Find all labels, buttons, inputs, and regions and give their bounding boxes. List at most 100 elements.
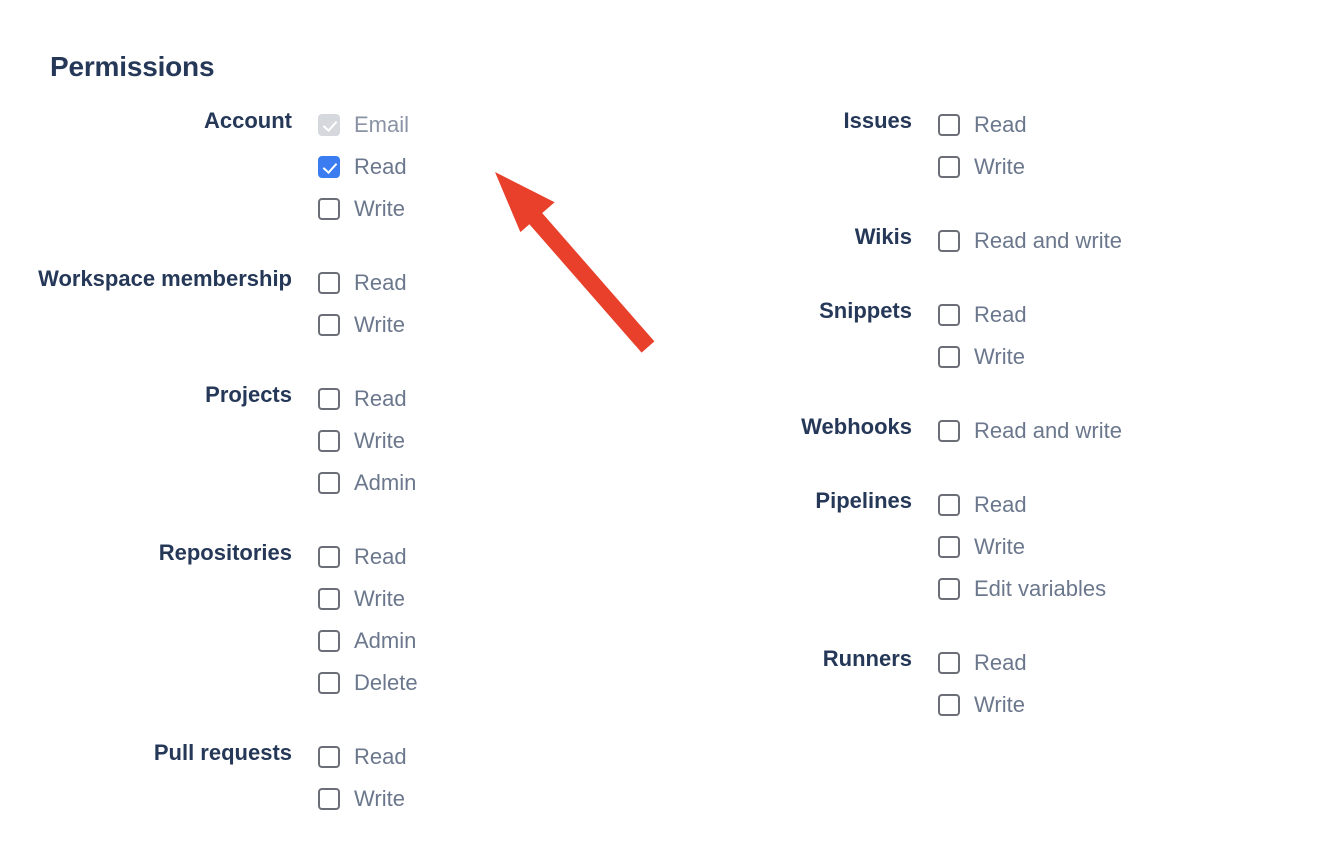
snippets-read-label: Read (974, 302, 1027, 327)
projects-admin-label: Admin (354, 470, 417, 495)
wikis-read-and-write-checkbox[interactable] (938, 230, 960, 252)
permission-row-pipelines-edit-variables[interactable]: Edit variables (938, 568, 1260, 610)
pull-requests-read-label: Read (354, 744, 407, 769)
repositories-delete-label: Delete (354, 670, 418, 695)
group-label-pull-requests: Pull requests (153, 740, 292, 765)
projects-write-label: Write (354, 428, 405, 453)
repositories-read-checkbox[interactable] (318, 546, 340, 568)
account-read-checkbox[interactable] (318, 156, 340, 178)
group-label-webhooks: Webhooks (801, 414, 912, 439)
permission-row-runners-write[interactable]: Write (938, 684, 1260, 726)
runners-read-checkbox[interactable] (938, 652, 960, 674)
snippets-read-checkbox[interactable] (938, 304, 960, 326)
group-label-pipelines: Pipelines (815, 488, 912, 513)
group-label-projects: Projects (205, 382, 292, 407)
group-label-repositories: Repositories (158, 540, 292, 565)
option-list-webhooks: Read and write (938, 410, 1260, 452)
projects-write-checkbox[interactable] (318, 430, 340, 452)
permission-row-wikis-read-and-write[interactable]: Read and write (938, 220, 1260, 262)
pull-requests-write-checkbox[interactable] (318, 788, 340, 810)
repositories-write-label: Write (354, 586, 405, 611)
permission-group-webhooks: Webhooks Read and write (640, 410, 1260, 452)
pipelines-write-label: Write (974, 534, 1025, 559)
permission-row-projects-admin[interactable]: Admin (318, 462, 600, 504)
runners-write-checkbox[interactable] (938, 694, 960, 716)
pipelines-read-checkbox[interactable] (938, 494, 960, 516)
permission-row-projects-read[interactable]: Read (318, 378, 600, 420)
permission-row-account-email[interactable]: Email (318, 104, 600, 146)
group-label-account: Account (204, 108, 292, 133)
projects-read-checkbox[interactable] (318, 388, 340, 410)
permission-row-runners-read[interactable]: Read (938, 642, 1260, 684)
workspace-membership-write-label: Write (354, 312, 405, 337)
pipelines-write-checkbox[interactable] (938, 536, 960, 558)
permission-row-pipelines-write[interactable]: Write (938, 526, 1260, 568)
pipelines-edit-variables-checkbox[interactable] (938, 578, 960, 600)
webhooks-read-and-write-checkbox[interactable] (938, 420, 960, 442)
permission-row-repositories-admin[interactable]: Admin (318, 620, 600, 662)
pipelines-read-label: Read (974, 492, 1027, 517)
group-label-issues: Issues (843, 108, 913, 133)
permission-group-wikis: Wikis Read and write (640, 220, 1260, 262)
pull-requests-read-checkbox[interactable] (318, 746, 340, 768)
issues-write-label: Write (974, 154, 1025, 179)
page-title: Permissions (50, 51, 215, 82)
snippets-write-label: Write (974, 344, 1025, 369)
permission-row-repositories-write[interactable]: Write (318, 578, 600, 620)
pipelines-edit-variables-label: Edit variables (974, 576, 1107, 601)
workspace-membership-read-label: Read (354, 270, 407, 295)
permission-row-issues-write[interactable]: Write (938, 146, 1260, 188)
group-label-workspace-membership: Workspace membership (38, 266, 292, 291)
permission-row-workspace-membership-write[interactable]: Write (318, 304, 600, 346)
permission-row-account-read[interactable]: Read (318, 146, 600, 188)
issues-read-label: Read (974, 112, 1027, 137)
account-read-label: Read (354, 154, 407, 179)
group-label-wikis: Wikis (854, 224, 912, 249)
permission-row-pipelines-read[interactable]: Read (938, 484, 1260, 526)
wikis-read-and-write-label: Read and write (974, 228, 1122, 253)
permission-row-pull-requests-write[interactable]: Write (318, 778, 600, 820)
group-label-snippets: Snippets (819, 298, 912, 323)
permission-row-repositories-delete[interactable]: Delete (318, 662, 600, 704)
workspace-membership-read-checkbox[interactable] (318, 272, 340, 294)
repositories-delete-checkbox[interactable] (318, 672, 340, 694)
account-write-checkbox[interactable] (318, 198, 340, 220)
workspace-membership-write-checkbox[interactable] (318, 314, 340, 336)
snippets-write-checkbox[interactable] (938, 346, 960, 368)
permission-row-issues-read[interactable]: Read (938, 104, 1260, 146)
permission-row-projects-write[interactable]: Write (318, 420, 600, 462)
permission-row-workspace-membership-read[interactable]: Read (318, 262, 600, 304)
repositories-write-checkbox[interactable] (318, 588, 340, 610)
permission-row-pull-requests-read[interactable]: Read (318, 736, 600, 778)
repositories-admin-checkbox[interactable] (318, 630, 340, 652)
issues-write-checkbox[interactable] (938, 156, 960, 178)
account-email-label: Email (354, 112, 410, 137)
permission-row-repositories-read[interactable]: Read (318, 536, 600, 578)
permission-row-account-write[interactable]: Write (318, 188, 600, 230)
webhooks-read-and-write-label: Read and write (974, 418, 1122, 443)
projects-read-label: Read (354, 386, 407, 411)
permission-row-snippets-write[interactable]: Write (938, 336, 1260, 378)
permission-row-snippets-read[interactable]: Read (938, 294, 1260, 336)
issues-read-checkbox[interactable] (938, 114, 960, 136)
projects-admin-checkbox[interactable] (318, 472, 340, 494)
permission-row-webhooks-read-and-write[interactable]: Read and write (938, 410, 1260, 452)
